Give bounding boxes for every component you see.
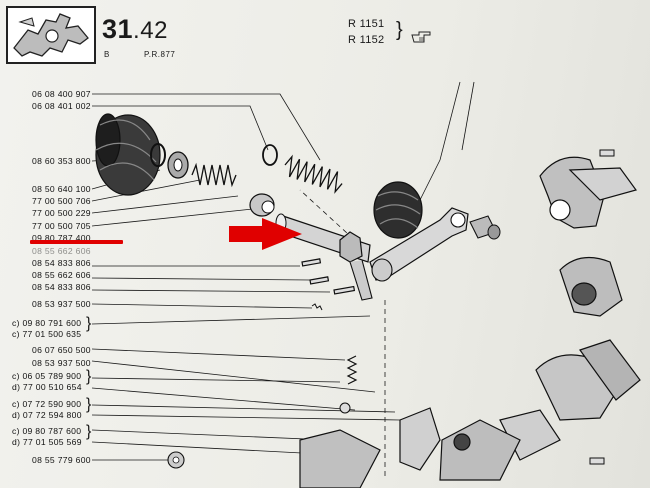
model-reference-2: R 1152 — [348, 34, 385, 46]
gear-selector-thumbnail-icon — [6, 6, 96, 64]
part-number: 08 54 833 806 — [32, 282, 91, 292]
model-reference-1: R 1151 — [348, 18, 385, 30]
part-number: 08 55 779 600 — [32, 455, 91, 465]
part-number: 06 08 400 907 — [32, 89, 91, 99]
part-number: 77 00 500 229 — [32, 208, 91, 218]
pointing-hand-icon — [411, 31, 431, 43]
part-number: c) 06 05 789 900 — [12, 371, 82, 381]
section-letter: B — [104, 50, 110, 59]
part-number: 77 00 500 705 — [32, 221, 91, 231]
part-number: 08 54 833 806 — [32, 258, 91, 268]
reference-bracket: } — [396, 19, 403, 41]
group-bracket: } — [86, 423, 92, 440]
part-number: 77 00 500 706 — [32, 196, 91, 206]
red-highlight-underline — [30, 240, 123, 244]
part-number: 08 53 937 500 — [32, 358, 91, 368]
section-number: 31.42 — [102, 14, 168, 44]
part-number: c) 09 80 791 600 — [12, 318, 82, 328]
part-number: d) 07 72 594 800 — [12, 410, 82, 420]
part-number: 08 55 662 606 — [32, 246, 91, 256]
part-number: 08 53 937 500 — [32, 299, 91, 309]
part-number-highlighted: 09 80 787 400 — [32, 233, 91, 243]
plate-reference: P.R.877 — [144, 50, 176, 59]
part-number: 08 50 640 100 — [32, 184, 91, 194]
part-number: c) 09 80 787 600 — [12, 426, 82, 436]
group-bracket: } — [86, 315, 92, 332]
part-number: 08 60 353 800 — [32, 156, 91, 166]
group-bracket: } — [86, 396, 92, 413]
part-number: 06 08 401 002 — [32, 101, 91, 111]
part-number: 08 55 662 606 — [32, 270, 91, 280]
part-number: d) 77 01 505 569 — [12, 437, 82, 447]
red-arrow-icon — [229, 218, 302, 250]
part-number: c) 77 01 500 635 — [12, 329, 82, 339]
part-number: 06 07 650 500 — [32, 345, 91, 355]
part-number: c) 07 72 590 900 — [12, 399, 82, 409]
group-bracket: } — [86, 368, 92, 385]
part-number: d) 77 00 510 654 — [12, 382, 82, 392]
